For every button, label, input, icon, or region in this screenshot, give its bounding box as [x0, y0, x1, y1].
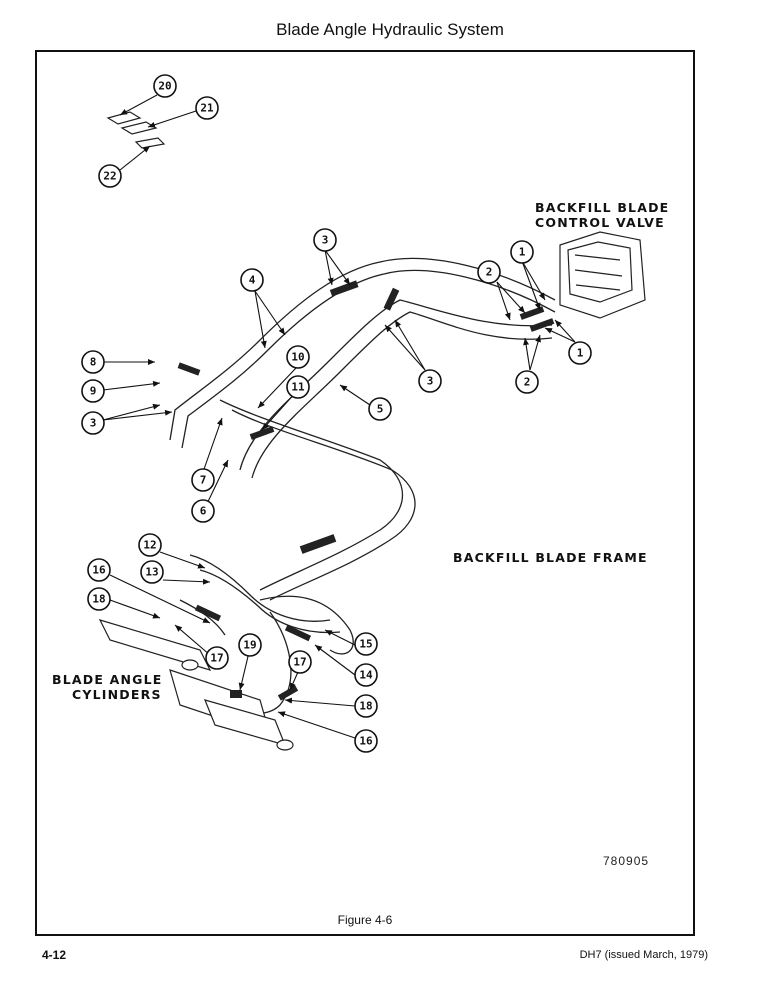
backfill-blade-frame-label: BACKFILL BLADE FRAME: [453, 550, 648, 565]
control-valve-label: CONTROL VALVE: [535, 215, 665, 230]
callout-15: 15: [354, 632, 378, 656]
svg-text:18: 18: [359, 700, 372, 713]
backfill-blade-label: BACKFILL BLADE: [535, 200, 669, 215]
callout-16-left: 16: [87, 558, 111, 582]
cylinders-label: CYLINDERS: [72, 687, 162, 702]
svg-text:17: 17: [293, 656, 306, 669]
figure-caption: Figure 4-6: [337, 913, 393, 927]
drawing-number: 780905: [603, 854, 649, 868]
svg-text:3: 3: [322, 234, 329, 247]
svg-text:6: 6: [200, 505, 207, 518]
page-title: Blade Angle Hydraulic System: [276, 20, 504, 39]
svg-text:9: 9: [90, 385, 97, 398]
document-reference: DH7 (issued March, 1979): [579, 949, 708, 961]
svg-text:21: 21: [200, 102, 214, 115]
svg-text:3: 3: [427, 375, 434, 388]
leader-lines: [102, 94, 576, 739]
svg-text:17: 17: [210, 652, 223, 665]
callout-12: 12: [138, 533, 162, 557]
callout-2-lower: 2: [515, 370, 539, 394]
callout-3-middle: 3: [418, 369, 442, 393]
callout-19: 19: [238, 633, 262, 657]
callout-20: 20: [153, 74, 177, 98]
upper-hose-bundle: [169, 257, 556, 601]
callout-6: 6: [191, 499, 215, 523]
callout-3-left: 3: [81, 411, 105, 435]
clamp-brackets: [106, 111, 166, 149]
callout-2-upper: 2: [477, 260, 501, 284]
callout-4: 4: [240, 268, 264, 292]
svg-text:12: 12: [143, 539, 156, 552]
control-valve-drawing: [559, 231, 646, 319]
callout-16-right: 16: [354, 729, 378, 753]
svg-text:3: 3: [90, 417, 97, 430]
callout-22: 22: [98, 164, 122, 188]
callout-17-right: 17: [288, 650, 312, 674]
svg-text:16: 16: [92, 564, 106, 577]
svg-text:15: 15: [359, 638, 372, 651]
svg-text:5: 5: [377, 403, 384, 416]
callout-5: 5: [368, 397, 392, 421]
callout-3-top: 3: [313, 228, 337, 252]
callout-13: 13: [140, 560, 164, 584]
callout-7: 7: [191, 468, 215, 492]
callout-18-left: 18: [87, 587, 111, 611]
svg-text:10: 10: [291, 351, 304, 364]
svg-text:1: 1: [577, 347, 584, 360]
svg-text:20: 20: [158, 80, 171, 93]
svg-text:22: 22: [103, 170, 116, 183]
svg-text:2: 2: [486, 266, 493, 279]
callout-17-left: 17: [205, 646, 229, 670]
callout-21: 21: [195, 96, 219, 120]
svg-text:19: 19: [243, 639, 256, 652]
callout-11: 11: [286, 375, 310, 399]
svg-text:4: 4: [249, 274, 256, 287]
svg-text:11: 11: [291, 381, 305, 394]
figure-frame: [35, 50, 695, 936]
hose-fittings: [177, 280, 555, 701]
svg-text:8: 8: [90, 356, 97, 369]
callout-1-upper: 1: [510, 240, 534, 264]
svg-text:18: 18: [92, 593, 105, 606]
callout-9: 9: [81, 379, 105, 403]
svg-text:16: 16: [359, 735, 373, 748]
lower-hose-bundle: [179, 554, 354, 714]
svg-text:13: 13: [145, 566, 158, 579]
callout-1-lower: 1: [568, 341, 592, 365]
callout-14: 14: [354, 663, 378, 687]
callout-18-right: 18: [354, 694, 378, 718]
blade-angle-label: BLADE ANGLE: [52, 672, 163, 687]
callout-8: 8: [81, 350, 105, 374]
page-number: 4-12: [42, 948, 67, 962]
svg-text:1: 1: [519, 246, 526, 259]
callout-10: 10: [286, 345, 310, 369]
svg-text:14: 14: [359, 669, 373, 682]
svg-text:2: 2: [524, 376, 531, 389]
svg-text:7: 7: [200, 474, 207, 487]
